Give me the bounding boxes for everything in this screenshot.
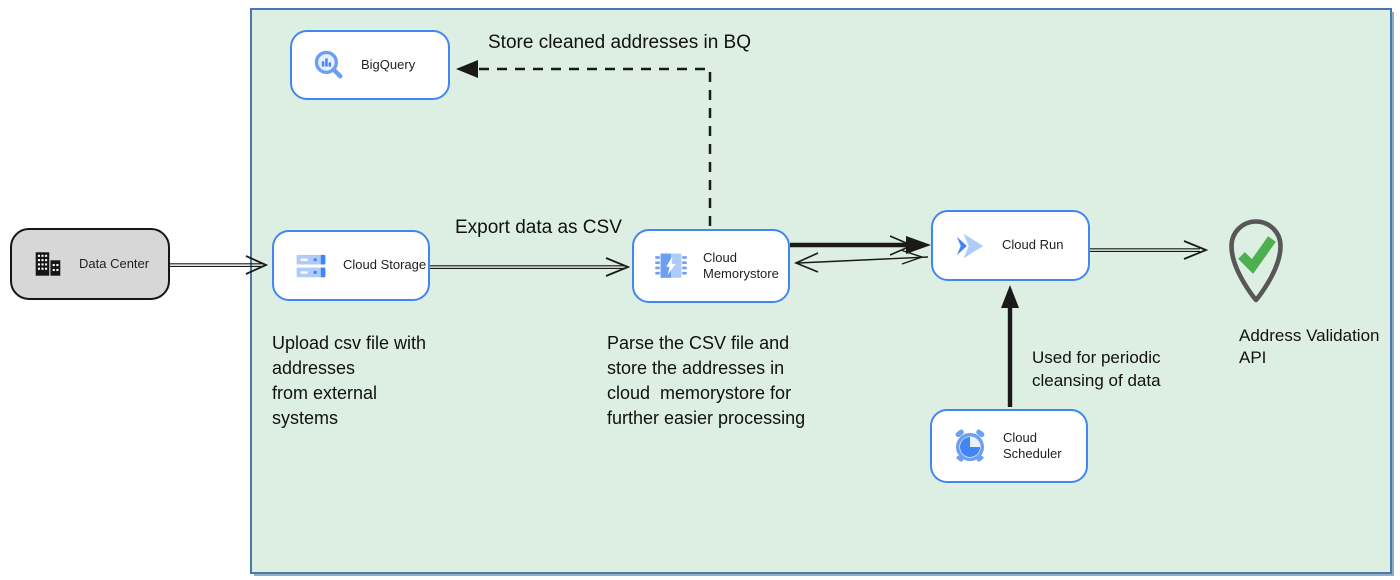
edge-run-to-memorystore — [793, 249, 929, 273]
scheduler-alarm-clock-icon — [955, 429, 985, 462]
edge-label-periodic-cleansing: Used for periodic cleansing of data — [1032, 348, 1161, 390]
node-label-data-center: Data Center — [79, 255, 150, 271]
edge-run-to-address-validation — [1090, 240, 1209, 260]
gcp-boundary — [250, 8, 1392, 574]
annotation-parse-note: Parse the CSV file and store the address… — [607, 333, 806, 428]
label-address-validation-api: Address Validation API — [1239, 326, 1380, 367]
cloud-run-chevrons-icon — [956, 233, 984, 258]
location-pin-check-icon — [1229, 219, 1283, 303]
edge-memorystore-to-bigquery-dashed — [456, 60, 712, 226]
edge-label-store-cleaned-addresses: Store cleaned addresses in BQ — [488, 32, 751, 53]
edge-datacenter-to-storage — [170, 255, 269, 275]
node-data-center[interactable]: Data Center — [10, 228, 170, 300]
node-cloud-storage[interactable]: Cloud Storage — [272, 230, 430, 301]
memorystore-chip-icon — [655, 253, 687, 278]
edge-storage-to-memorystore — [430, 257, 631, 277]
node-label-cloud-storage: Cloud Storage — [343, 257, 427, 273]
storage-bars-icon — [296, 254, 326, 277]
node-address-validation-api[interactable] — [1220, 208, 1292, 306]
annotation-upload-note: Upload csv file with addresses from exte… — [272, 333, 427, 428]
edge-memorystore-to-run — [790, 235, 931, 256]
node-cloud-run[interactable]: Cloud Run — [931, 210, 1090, 281]
bigquery-magnifier-icon — [314, 50, 343, 79]
node-label-cloud-run: Cloud Run — [1002, 237, 1064, 253]
node-bigquery[interactable]: BigQuery — [290, 30, 450, 100]
node-label-cloud-scheduler: Cloud Scheduler — [1003, 429, 1062, 461]
node-label-bigquery: BigQuery — [361, 56, 416, 72]
edge-scheduler-to-run — [1001, 285, 1019, 407]
node-cloud-memorystore[interactable]: Cloud Memorystore — [632, 229, 790, 303]
node-cloud-scheduler[interactable]: Cloud Scheduler — [930, 409, 1088, 483]
edge-label-export-data-csv: Export data as CSV — [455, 217, 622, 238]
node-label-cloud-memorystore: Cloud Memorystore — [703, 249, 779, 281]
building-icon — [35, 252, 61, 276]
